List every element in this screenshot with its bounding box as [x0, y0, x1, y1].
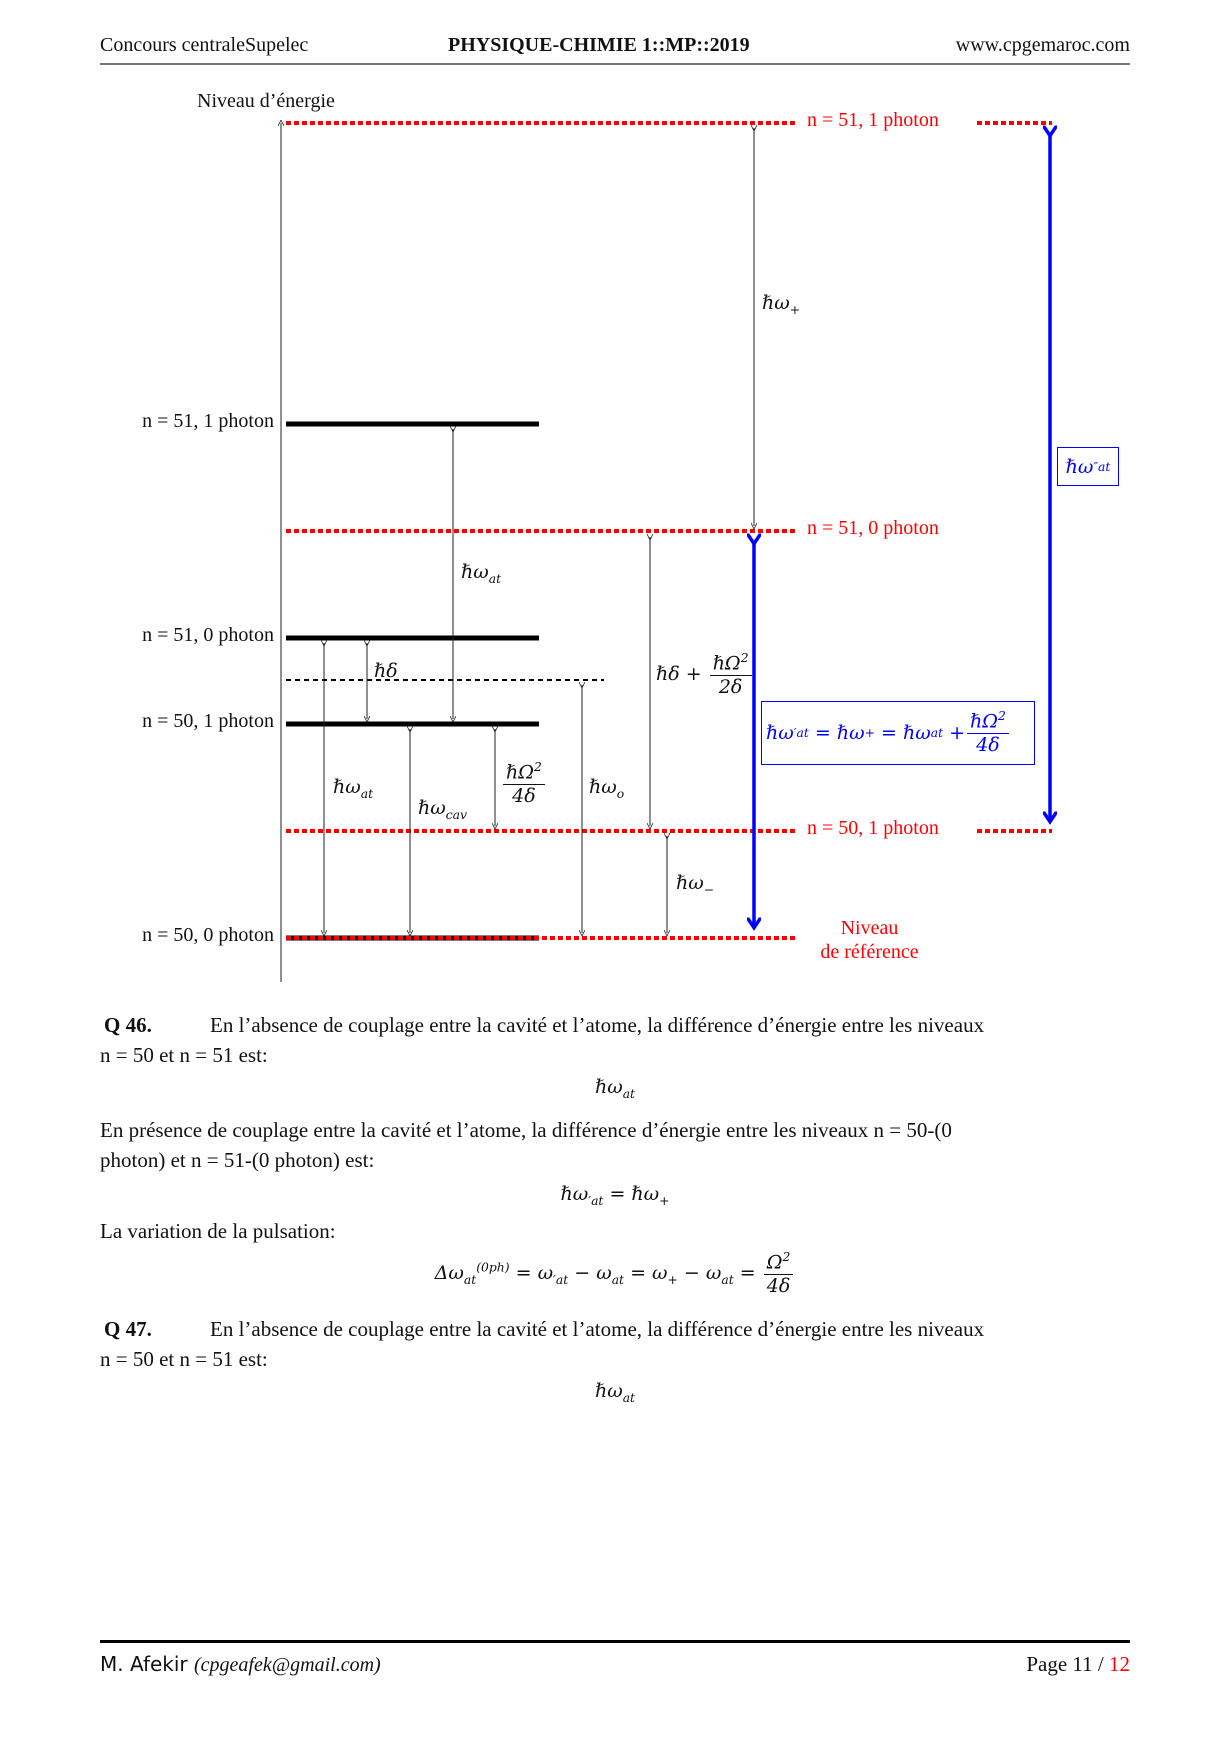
footer-page: Page 11 / 12 — [1026, 1652, 1130, 1676]
label-delta: ℏδ — [374, 660, 398, 682]
level-label-51-1: n = 51, 1 photon — [142, 410, 274, 432]
result-box-omega-at-second: ℏω″at — [1057, 447, 1119, 486]
label-omega-cav: ℏωcav — [418, 797, 467, 822]
q47-line: Q 47. En l’absence de couplage entre la c… — [100, 1317, 1130, 1342]
q46-text: En l’absence de couplage entre la cavité… — [210, 1013, 985, 1037]
q46-line2: n = 50 et n = 51 est: — [100, 1043, 268, 1067]
variation-line: La variation de la pulsation: — [100, 1219, 336, 1243]
presence-line2: photon) et n = 51-(0 photon) est: — [100, 1148, 375, 1172]
header-rule — [100, 63, 1130, 65]
q46-formula: ℏωat — [594, 1076, 636, 1101]
label-omega-at-lower: ℏωat — [333, 776, 374, 801]
header-title: PHYSIQUE-CHIMIE 1::MP::2019 — [448, 34, 750, 56]
q47-line2: n = 50 et n = 51 est: — [100, 1347, 268, 1371]
page-total: 12 — [1109, 1652, 1130, 1676]
header-right-link[interactable]: www.cpgemaroc.com — [955, 34, 1130, 56]
label-omega-minus: ℏω− — [676, 872, 715, 897]
label-omega-plus: ℏω+ — [762, 292, 801, 317]
dressed-label-50-1: n = 50, 1 photon — [807, 817, 939, 839]
presence-formula: ℏω′at = ℏω+ — [560, 1183, 670, 1208]
dressed-label-51-1: n = 51, 1 photon — [807, 109, 939, 131]
label-omega-o: ℏωo — [589, 776, 625, 801]
axis-label: Niveau d’énergie — [197, 90, 335, 112]
q46-line: Q 46. En l’absence de couplage entre la c… — [100, 1013, 1130, 1038]
q46-label: Q 46. — [104, 1013, 152, 1037]
q47-text: En l’absence de couplage entre la cavité… — [210, 1317, 985, 1341]
presence-line1: En présence de couplage entre la cavité … — [100, 1118, 952, 1142]
level-label-51-0: n = 51, 0 photon — [142, 624, 274, 646]
footer-rule — [100, 1640, 1130, 1643]
q47-formula: ℏωat — [594, 1380, 636, 1405]
header-left: Concours centraleSupelec — [100, 34, 309, 56]
energy-diagram — [0, 0, 1231, 982]
level-label-50-0: n = 50, 0 photon — [142, 924, 274, 946]
reference-label-line1: Niveau — [840, 917, 899, 939]
q47-label: Q 47. — [104, 1317, 152, 1341]
dressed-label-51-0: n = 51, 0 photon — [807, 517, 939, 539]
footer-email: (cpgeafek@gmail.com) — [194, 1654, 381, 1676]
transition-arrows — [324, 128, 754, 933]
level-label-50-1: n = 50, 1 photon — [142, 710, 274, 732]
reference-label-line2: de référence — [820, 941, 919, 963]
footer-author: M. Afekir (cpgeafek@gmail.com) — [100, 1652, 381, 1676]
label-omega-at-upper: ℏωat — [461, 561, 502, 586]
